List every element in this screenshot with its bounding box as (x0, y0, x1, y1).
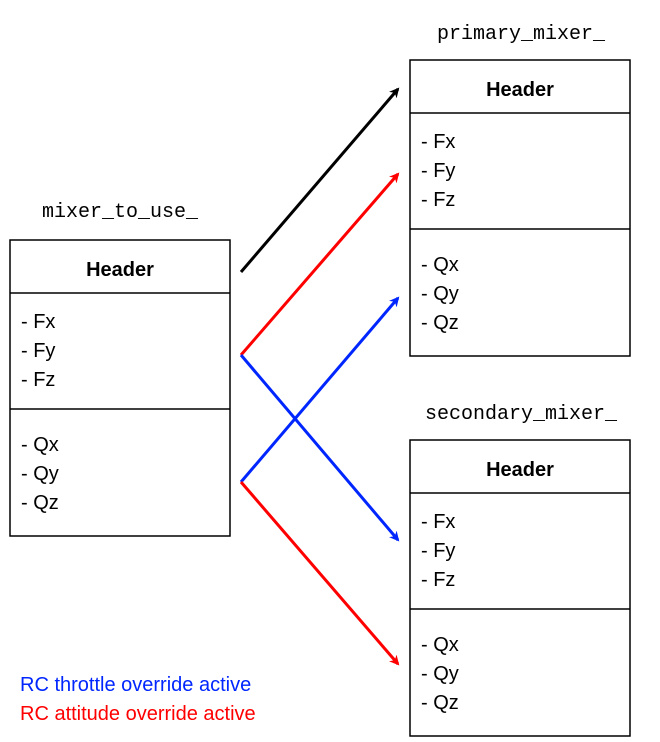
field-fy: - Fy (21, 340, 55, 362)
secondary-mixer-box: secondary_mixer_ Header - Fx - Fy - Fz -… (409, 403, 631, 737)
default-arrow (239, 87, 400, 273)
field-fy: - Fy (421, 540, 455, 562)
field-qz: - Qz (421, 312, 459, 334)
field-qy: - Qy (21, 463, 59, 485)
field-fx: - Fx (421, 131, 455, 153)
field-qx: - Qx (421, 634, 459, 656)
throttle-forces-to-secondary-arrow (239, 354, 400, 542)
field-qx: - Qx (21, 434, 59, 456)
box-title: primary_mixer_ (437, 23, 606, 46)
box-title: secondary_mixer_ (425, 403, 618, 426)
field-fx: - Fx (21, 311, 55, 333)
field-qy: - Qy (421, 283, 459, 305)
field-fz: - Fz (421, 189, 455, 211)
legend-attitude: RC attitude override active (20, 703, 256, 725)
attitude-moments-to-secondary-arrow (239, 481, 400, 666)
box-header: Header (486, 79, 554, 101)
field-fz: - Fz (21, 369, 55, 391)
field-fx: - Fx (421, 511, 455, 533)
legend-throttle: RC throttle override active (20, 674, 251, 696)
field-qz: - Qz (421, 692, 459, 714)
box-title: mixer_to_use_ (42, 201, 199, 224)
mixer-to-use-box: mixer_to_use_ Header - Fx - Fy - Fz - Qx… (9, 201, 231, 537)
throttle-moments-to-primary-arrow (239, 296, 400, 483)
primary-mixer-box: primary_mixer_ Header - Fx - Fy - Fz - Q… (409, 23, 631, 357)
field-fz: - Fz (421, 569, 455, 591)
box-header: Header (86, 259, 154, 281)
attitude-forces-to-primary-arrow (239, 172, 400, 356)
field-qy: - Qy (421, 663, 459, 685)
box-header: Header (486, 459, 554, 481)
field-qx: - Qx (421, 254, 459, 276)
field-fy: - Fy (421, 160, 455, 182)
field-qz: - Qz (21, 492, 59, 514)
